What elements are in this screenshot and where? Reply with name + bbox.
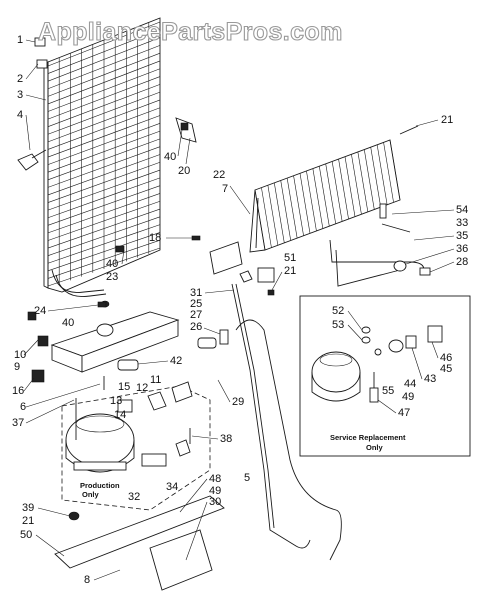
callout: 28 [456,256,468,268]
callout: 40 [164,151,176,163]
callout: 16 [12,385,24,397]
callout: 45 [440,363,452,375]
callout: 35 [456,230,468,242]
callout: 13 [110,395,122,407]
callout: 20 [178,165,190,177]
callout: 22 [213,169,225,181]
callout: 44 [404,378,416,390]
callout: 25 [190,298,202,310]
callout: 23 [106,271,118,283]
callout: 8 [84,574,90,586]
callout: 54 [456,204,468,216]
evaporator-coil [249,139,401,253]
callout: 50 [20,529,32,541]
callout: 29 [232,396,244,408]
evaporator-bracket [209,203,387,283]
note-production-line1: Production [80,481,120,490]
callout: 49 [209,485,221,497]
callout: 43 [424,373,436,385]
callout: 30 [209,496,221,508]
callout: 11 [150,374,161,386]
note-service-line2: Only [366,443,383,452]
drier [117,337,217,371]
compressor-base [54,495,225,591]
callout: 40 [106,258,118,270]
callout: 34 [166,481,178,493]
callout: 53 [332,319,344,331]
production-only-note: Production Only [80,481,120,499]
callout: 14 [114,409,126,421]
callout: 4 [17,109,23,121]
callout: 42 [170,355,182,367]
service-replacement-box [299,295,471,457]
callout: 6 [20,401,26,413]
callout: 33 [456,217,468,229]
callout: 49 [402,391,414,403]
drain-pan [50,300,180,373]
callout: 3 [17,89,23,101]
callout: 2 [17,73,23,85]
callout: 5 [244,472,250,484]
compressor-relay-parts [117,381,193,467]
callout: 40 [62,317,74,329]
callout: 24 [34,305,46,317]
watermark: AppliancePartsPros.com [38,18,343,46]
condenser-bracket-left [17,37,48,171]
note-production-line2: Only [82,490,99,499]
callout: 15 [118,381,130,393]
callout: 21 [441,114,453,126]
callout: 52 [332,305,344,317]
callout: 55 [382,385,394,397]
condenser-mount-right [175,117,197,143]
callout: 46 [440,352,452,364]
capillary-tube [235,319,342,561]
note-service-line1: Service Replacement [330,433,406,442]
callout: 18 [149,232,161,244]
callout: 48 [209,473,221,485]
callout-labels: 1 2 3 4 40 20 21 22 7 18 40 23 51 21 54 … [12,34,468,586]
callout: 32 [128,491,140,503]
service-replacement-note: Service Replacement Only [330,433,406,452]
evaporator-tubing [329,223,431,287]
condenser-coil [43,17,161,297]
callout: 39 [22,502,34,514]
callout: 9 [14,361,20,373]
callout: 1 [17,34,23,46]
leader-lines [23,39,455,581]
callout: 7 [222,183,228,195]
callout: 21 [22,515,34,527]
callout: 31 [190,287,202,299]
callout: 36 [456,243,468,255]
suction-line [231,283,311,549]
callout: 51 [284,252,296,264]
callout: 47 [398,407,410,419]
callout: 38 [220,433,232,445]
fasteners [27,125,419,444]
callout: 26 [190,321,202,333]
callout: 12 [136,382,148,394]
callout: 37 [12,417,24,429]
callout: 27 [190,309,202,321]
callout: 10 [14,349,26,361]
callout: 21 [284,265,296,277]
